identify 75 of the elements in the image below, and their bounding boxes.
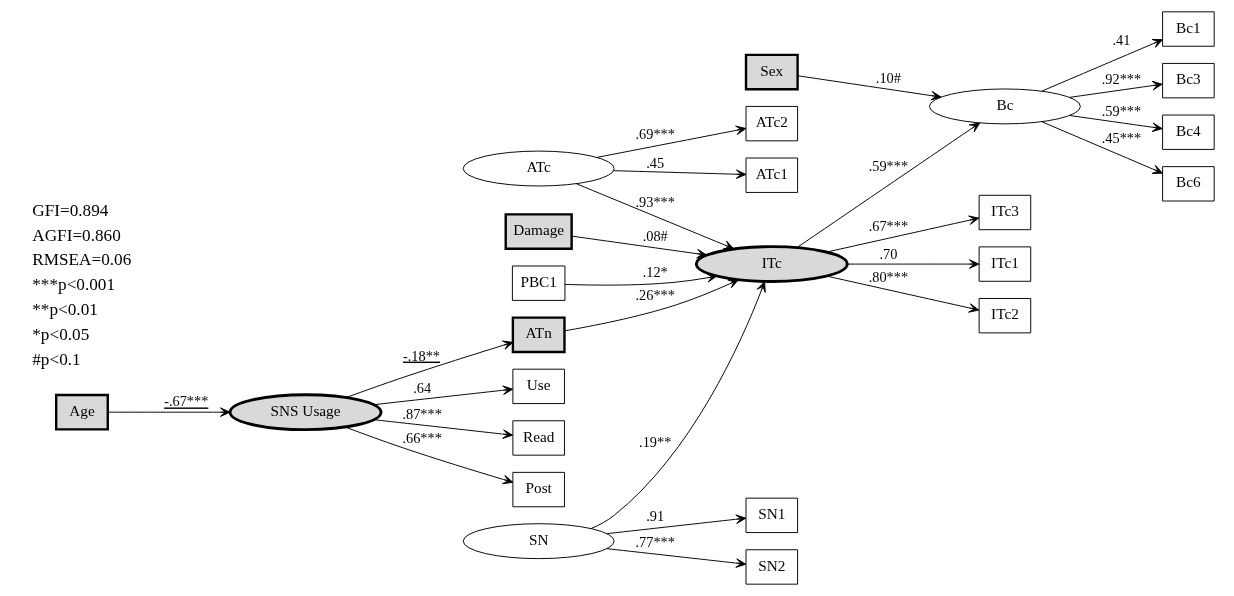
arrow: [846, 259, 979, 269]
edge-label: -.18**: [402, 347, 440, 364]
edge-label: .45***: [1101, 129, 1141, 146]
arrow: [344, 426, 513, 485]
edge-label: .69***: [635, 125, 675, 142]
arrow: [345, 340, 513, 398]
edge-label: .87***: [401, 405, 442, 422]
node-box: SN1: [745, 497, 798, 534]
edge-label: .45: [645, 154, 664, 171]
arrow: [606, 514, 746, 535]
node-box: ITc1: [978, 246, 1031, 282]
node-box: ATc2: [745, 105, 798, 142]
node-ellipse: SNS Usage: [228, 393, 382, 432]
node-box: Damage: [504, 213, 573, 250]
edge-label: .91: [645, 508, 664, 525]
arrow: [564, 273, 717, 286]
node-box: Use: [511, 368, 565, 405]
arrow: [106, 407, 230, 417]
node-box: ITc3: [978, 194, 1031, 231]
label: AGFI=0.860: [31, 225, 121, 245]
arrow: [373, 419, 513, 439]
node-box: Bc4: [1161, 114, 1215, 150]
node-ellipse: SN: [462, 523, 615, 560]
node-box: ATn: [511, 316, 566, 354]
arrow: [796, 75, 941, 101]
edge-label: .64: [412, 380, 431, 397]
edge-label: .59***: [868, 158, 908, 175]
arrow: [1068, 80, 1163, 98]
arrow: [826, 275, 979, 313]
arrow: [606, 548, 746, 568]
edge-label: .70: [878, 246, 897, 263]
edge-label: .41: [1112, 32, 1130, 49]
node-box: SN2: [745, 549, 798, 585]
node-box: ITc2: [978, 298, 1031, 334]
node-box: PBC1: [511, 265, 565, 301]
node-box: Sex: [744, 53, 799, 91]
label: *p<0.05: [31, 324, 89, 344]
edge-label: .26***: [635, 287, 675, 304]
arrow: [596, 125, 746, 158]
node-box: ATc1: [745, 157, 798, 193]
arrow: [563, 279, 739, 332]
arrow: [1068, 115, 1163, 133]
node-box: Age: [54, 393, 109, 431]
edge-label: .93***: [635, 193, 675, 210]
edge-label: .10#: [875, 69, 901, 86]
node-box: Post: [511, 471, 565, 508]
node-box: Bc1: [1161, 11, 1215, 47]
edge-label: .92***: [1101, 70, 1141, 87]
arrow: [570, 235, 707, 259]
edge-label: -.67***: [163, 393, 208, 410]
node-box: Bc6: [1161, 166, 1215, 202]
edge-label: .08#: [642, 228, 668, 245]
arrow: [612, 169, 746, 179]
arrow: [373, 385, 513, 406]
node-box: Read: [511, 420, 565, 456]
edge-label: .80***: [868, 269, 908, 286]
edge-label: .12*: [642, 264, 668, 281]
arrow: [796, 122, 980, 248]
label: **p<0.01: [31, 300, 98, 320]
edge-label: .19**: [638, 433, 671, 450]
label: RMSEA=0.06: [31, 250, 131, 270]
edge-label: .67***: [868, 217, 908, 234]
arrow: [1041, 121, 1163, 174]
edge-label: .77***: [635, 533, 675, 550]
edge-label: .59***: [1101, 102, 1141, 119]
edge-label: .66***: [401, 429, 442, 446]
label: ***p<0.001: [31, 275, 115, 295]
arrow: [826, 215, 979, 253]
label: GFI=0.894: [31, 200, 108, 220]
node-box: Bc3: [1161, 62, 1215, 99]
node-ellipse: ATc: [462, 150, 615, 187]
arrow: [575, 183, 734, 250]
arrow: [590, 281, 766, 529]
label: #p<0.1: [31, 349, 81, 369]
arrow: [1041, 38, 1163, 92]
